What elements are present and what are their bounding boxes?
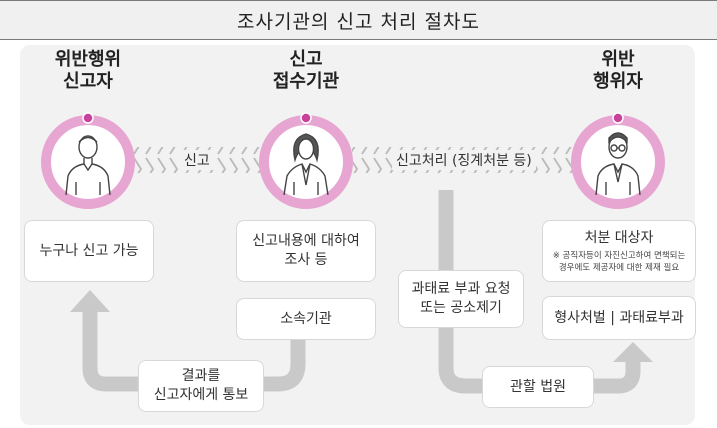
court-box: 관할 법원 (482, 366, 594, 408)
investigation-box: 신고내용에 대하여 조사 등 (236, 220, 376, 282)
return-arrow-head (70, 290, 110, 312)
violator-heading-line2: 행위자 (593, 71, 643, 92)
disposition-target-note2: 경우에도 제공자에 대한 제재 필요 (558, 262, 680, 273)
page-title: 조사기관의 신고 처리 절차도 (237, 10, 480, 33)
affiliated-agency-box: 소속기관 (236, 298, 376, 340)
anyone-can-report-box: 누구나 신고 가능 (24, 220, 154, 282)
disposition-target-note1: ※ 공직자등이 자진신고하여 면책되는 (552, 250, 686, 261)
affiliated-agency-text: 소속기관 (280, 310, 332, 327)
reporter-heading: 위반행위 신고자 (40, 49, 136, 93)
fine-request-line1: 과태료 부과 요청 (411, 281, 511, 297)
disposition-target-box: 처분 대상자 ※ 공직자등이 자진신고하여 면책되는 경우에도 제공자에 대한 … (542, 220, 696, 282)
anyone-can-report-text: 누구나 신고 가능 (39, 242, 139, 259)
agency-heading-line1: 신고 (289, 49, 323, 70)
fine-request-line2: 또는 공소제기 (420, 300, 502, 316)
reporter-heading-line2: 신고자 (63, 71, 113, 92)
result-notice-box: 결과를 신고자에게 통보 (138, 360, 264, 412)
agency-heading-line2: 접수기관 (272, 71, 340, 92)
agency-heading: 신고 접수기관 (256, 49, 356, 93)
man-icon (65, 135, 111, 196)
agency-ring (259, 112, 353, 209)
reporter-heading-line1: 위반행위 (54, 49, 122, 70)
result-notice-line1: 결과를 (181, 368, 221, 384)
disposition-target-title: 처분 대상자 (584, 229, 654, 246)
process-flow-label: 신고처리 (징계처분 등) (392, 150, 536, 170)
investigation-line2: 조사 등 (284, 252, 328, 268)
woman-icon (283, 133, 329, 196)
title-bar: 조사기관의 신고 처리 절차도 (0, 0, 717, 40)
penalty-box: 형사처벌 | 과태료부과 (542, 296, 696, 340)
court-arrow (438, 190, 641, 394)
investigation-line1: 신고내용에 대하여 (252, 233, 360, 249)
court-text: 관할 법원 (510, 378, 566, 395)
glasses-man-icon (595, 132, 641, 196)
violator-heading: 위반 행위자 (570, 49, 666, 93)
court-arrow-head (613, 342, 653, 362)
return-arrow (82, 310, 306, 392)
fine-request-box: 과태료 부과 요청 또는 공소제기 (398, 270, 524, 328)
penalty-text: 형사처벌 | 과태료부과 (554, 309, 684, 326)
result-notice-line2: 신고자에게 통보 (153, 387, 249, 403)
report-flow-label: 신고 (180, 150, 214, 170)
violator-heading-line1: 위반 (601, 49, 635, 70)
